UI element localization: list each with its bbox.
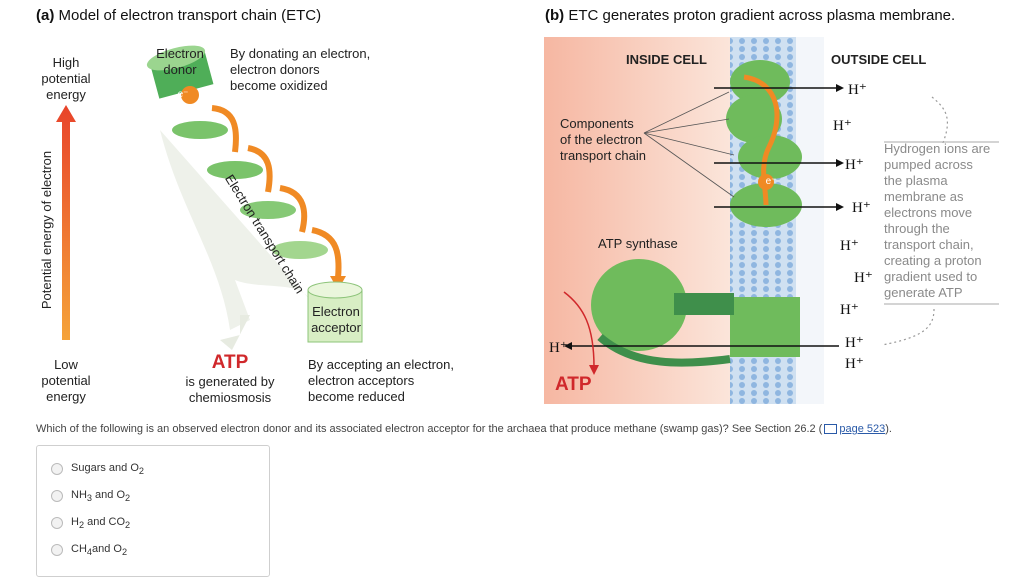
atp-synthase-head: [591, 259, 687, 351]
note-dotted-curve: [881, 96, 948, 346]
h-plus-10: H⁺: [549, 340, 568, 356]
h-arrowhead-1: [836, 84, 844, 92]
energy-release-shape: [160, 130, 310, 330]
h-plus-7: H⁺: [840, 302, 859, 318]
proton-gradient-note: Hydrogen ions are pumped across the plas…: [884, 141, 991, 300]
atp-red-arrow: [563, 291, 595, 368]
etc-disc-3: [240, 201, 296, 219]
yaxis-label: Potential energy of electron: [39, 150, 54, 310]
panel-b-title-text: ETC generates proton gradient across pla…: [568, 7, 956, 24]
high-energy-label: High potential energy: [41, 55, 91, 102]
h-plus-9: H⁺: [845, 356, 864, 372]
outside-cell-bg: [796, 37, 824, 404]
h-plus-6: H⁺: [854, 270, 873, 286]
etc-disc-1: [172, 121, 228, 139]
answer-option-1[interactable]: Sugars and O2: [51, 462, 144, 476]
option-4-label: CH4and O2: [71, 543, 128, 558]
electron-donor-dot: [181, 86, 199, 104]
etc-arrow-1: [211, 105, 239, 153]
etc-arrow-3: [279, 185, 308, 233]
etc-disc-4: [272, 241, 328, 259]
etc-electron-label: e⁻: [765, 176, 777, 187]
proton-gradient-diagram: [544, 37, 999, 404]
question-body: Which of the following is an observed el…: [36, 423, 823, 435]
donating-text: By donating an electron, electron donors…: [230, 46, 371, 93]
book-icon: [824, 424, 838, 435]
h-arrowhead-3: [836, 203, 844, 211]
donor-cylinder: [146, 45, 214, 99]
etc-protein-3: [738, 135, 802, 179]
panel-a-title: (a) Model of electron transport chain (E…: [36, 7, 321, 24]
answer-option-2[interactable]: NH3 and O2: [51, 489, 130, 503]
etc-model-diagram: [146, 45, 363, 350]
h-plus-5: H⁺: [840, 238, 859, 254]
atp-synthase-channel: [730, 297, 800, 357]
atp-label-a: ATP: [211, 352, 249, 373]
option-1-label: Sugars and O2: [71, 462, 144, 477]
components-label: Components of the electron transport cha…: [560, 116, 646, 163]
etc-protein-2: [726, 95, 782, 143]
panel-b-title: (b) ETC generates proton gradient across…: [545, 7, 955, 24]
h-plus-2: H⁺: [833, 118, 852, 134]
option-3-label: H2 and CO2: [71, 516, 131, 531]
question-tail: ).: [885, 423, 892, 435]
h-arrowhead-4: [564, 342, 572, 350]
chemiosmosis-text: is generated by chemiosmosis: [185, 374, 275, 405]
question-text: Which of the following is an observed el…: [36, 423, 996, 435]
panel-a-letter: (a): [36, 7, 55, 24]
outside-cell-label: OUTSIDE CELL: [831, 52, 927, 67]
option-2-label: NH3 and O2: [71, 489, 131, 504]
proton-arrows: [572, 87, 839, 347]
page-link[interactable]: page 523: [839, 423, 886, 435]
donor-electron-label: e⁻: [177, 89, 189, 100]
radio-button-1[interactable]: [51, 463, 63, 476]
atp-synthase-stalk: [674, 293, 734, 315]
acceptor-cylinder: [307, 281, 363, 343]
energy-arrow-shape: [56, 105, 76, 340]
electron-donor-label: Electron donor: [156, 46, 204, 77]
etc-disc-2: [207, 161, 263, 179]
answer-option-4[interactable]: CH4and O2: [51, 543, 127, 557]
answer-options-box: Sugars and O2 NH3 and O2 H2 and CO2 CH4a…: [36, 445, 270, 577]
h-plus-3: H⁺: [845, 157, 864, 173]
atp-synthase-label: ATP synthase: [598, 236, 678, 251]
h-arrowhead-2: [836, 159, 844, 167]
answer-option-3[interactable]: H2 and CO2: [51, 516, 130, 530]
atp-red-arrowhead: [589, 365, 599, 375]
h-plus-1: H⁺: [848, 82, 867, 98]
electron-dot-b: [758, 174, 774, 190]
panel-b-letter: (b): [545, 7, 565, 24]
radio-button-4[interactable]: [51, 544, 63, 557]
panel-a-title-text: Model of electron transport chain (ETC): [58, 7, 322, 24]
components-leader-lines: [643, 91, 735, 198]
inside-cell-label: INSIDE CELL: [626, 52, 707, 67]
radio-button-2[interactable]: [51, 490, 63, 503]
accepting-text: By accepting an electron, electron accep…: [308, 357, 454, 404]
electron-acceptor-label: Electron acceptor: [311, 304, 361, 335]
low-energy-label: Low potential energy: [41, 357, 91, 404]
radio-button-3[interactable]: [51, 517, 63, 530]
h-plus-8: H⁺: [845, 335, 864, 351]
energy-arrow: [56, 105, 76, 340]
atp-label-b: ATP: [555, 374, 592, 395]
h-plus-4: H⁺: [852, 200, 871, 216]
etc-arrow-4: [311, 227, 342, 279]
etc-arrow-2: [247, 145, 273, 193]
energy-down-arrow: [220, 315, 250, 350]
